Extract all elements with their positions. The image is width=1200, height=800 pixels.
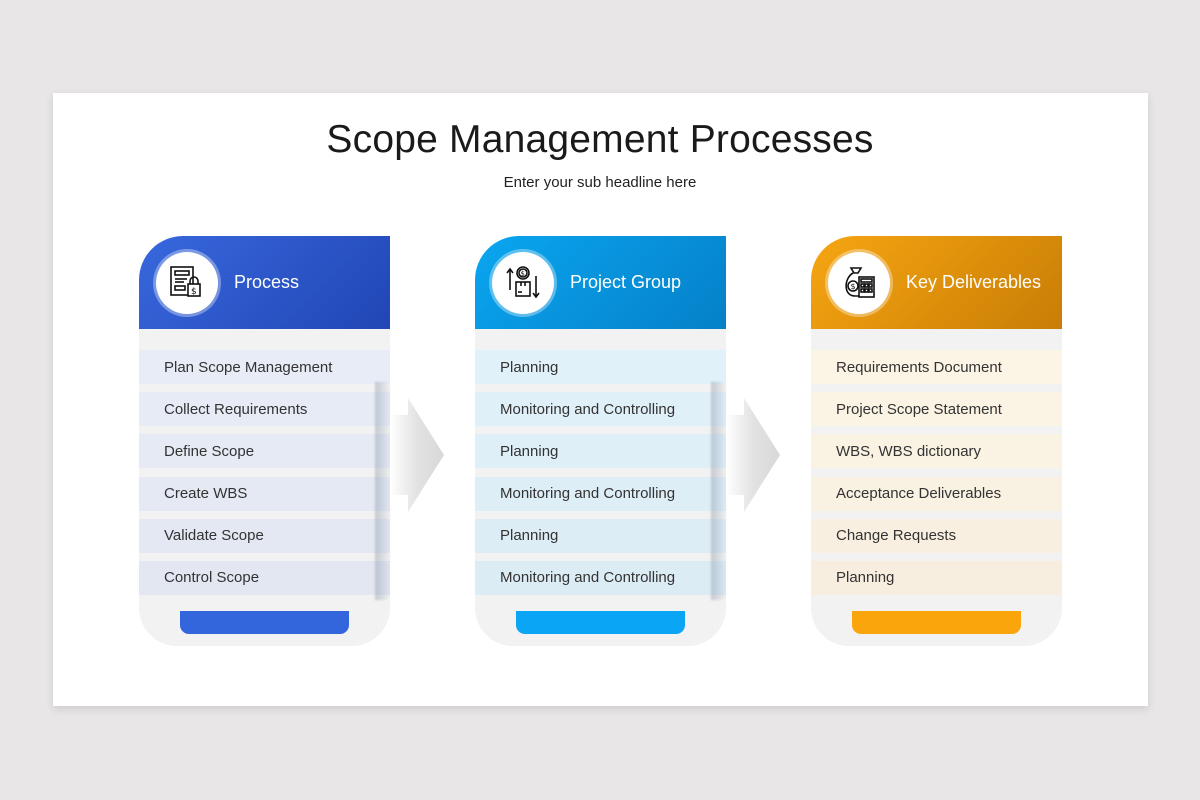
list-item: Validate Scope bbox=[139, 518, 390, 553]
list-item: Acceptance Deliverables bbox=[811, 476, 1062, 511]
column-header-label: Project Group bbox=[570, 272, 682, 292]
slide-subtitle: Enter your sub headline here bbox=[503, 174, 697, 191]
column-rows: Plan Scope Management Collect Requiremen… bbox=[139, 350, 390, 603]
svg-text:$: $ bbox=[191, 287, 197, 297]
list-item: Monitoring and Controlling bbox=[475, 560, 726, 595]
list-item: Planning bbox=[811, 560, 1062, 595]
fold-shadow bbox=[375, 382, 391, 600]
column-bottom-tab bbox=[516, 611, 685, 634]
column-header: $ Process bbox=[139, 236, 390, 329]
column-rows: Requirements Document Project Scope Stat… bbox=[811, 350, 1062, 603]
list-item: WBS, WBS dictionary bbox=[811, 434, 1062, 469]
column-rows: Planning Monitoring and Controlling Plan… bbox=[475, 350, 726, 603]
fold-shadow bbox=[711, 382, 727, 600]
document-lock-dollar-icon: $ bbox=[156, 251, 218, 314]
column-key-deliverables: $ Key Deliverables Requirements Document… bbox=[811, 236, 1062, 646]
arrow-right-icon bbox=[726, 398, 780, 512]
column-header-label: Process bbox=[234, 272, 300, 292]
column-process: $ Process Plan Scope Management Collect … bbox=[139, 236, 390, 646]
list-item: Define Scope bbox=[139, 434, 390, 469]
list-item: Requirements Document bbox=[811, 350, 1062, 384]
column-project-group: $ Project Group Planning Monitoring and … bbox=[475, 236, 726, 646]
svg-text:$: $ bbox=[851, 282, 856, 291]
list-item: Planning bbox=[475, 434, 726, 469]
coin-box-arrows-icon: $ bbox=[492, 251, 554, 314]
list-item: Create WBS bbox=[139, 476, 390, 511]
column-bottom-tab bbox=[180, 611, 349, 634]
list-item: Change Requests bbox=[811, 518, 1062, 553]
slide-title: Scope Management Processes bbox=[326, 118, 874, 161]
column-header: $ Project Group bbox=[475, 236, 726, 329]
list-item: Control Scope bbox=[139, 560, 390, 595]
list-item: Collect Requirements bbox=[139, 392, 390, 427]
svg-text:$: $ bbox=[521, 270, 525, 278]
column-bottom-tab bbox=[852, 611, 1021, 634]
list-item: Plan Scope Management bbox=[139, 350, 390, 384]
list-item: Monitoring and Controlling bbox=[475, 392, 726, 427]
list-item: Planning bbox=[475, 350, 726, 384]
arrow-right-icon bbox=[390, 398, 444, 512]
list-item: Project Scope Statement bbox=[811, 392, 1062, 427]
column-header-label: Key Deliverables bbox=[906, 272, 1042, 292]
money-bag-calculator-icon: $ bbox=[828, 251, 890, 314]
list-item: Monitoring and Controlling bbox=[475, 476, 726, 511]
column-header: $ Key Deliverables bbox=[811, 236, 1062, 329]
list-item: Planning bbox=[475, 518, 726, 553]
